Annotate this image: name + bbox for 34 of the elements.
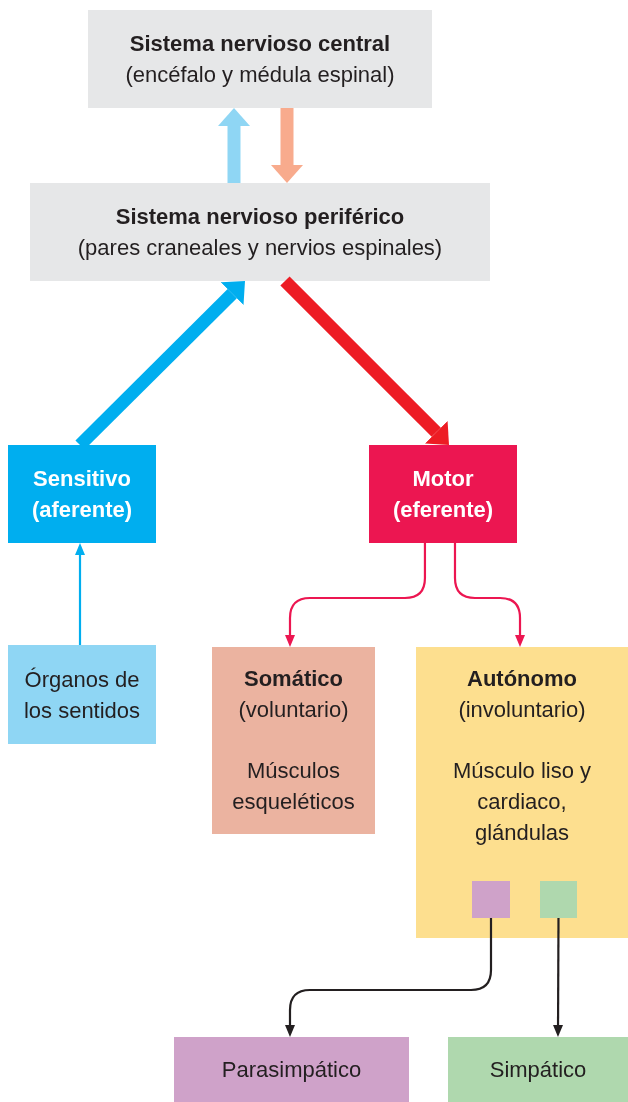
- arrow: [453, 543, 525, 647]
- arrow: [218, 108, 250, 183]
- box-heading: Sistema nervioso central: [128, 30, 392, 58]
- box-heading: Autónomo: [466, 665, 578, 693]
- arrow: [285, 543, 427, 647]
- box-heading: Sistema nervioso periférico: [114, 203, 406, 231]
- box-heading: Motor (eferente): [391, 465, 495, 524]
- box-text: (involuntario): [457, 696, 587, 724]
- box-heading: Somático: [243, 665, 344, 693]
- box-text: Simpático: [488, 1056, 588, 1084]
- source-box: [8, 645, 156, 744]
- division-box: [212, 647, 375, 834]
- color-square: [540, 881, 577, 918]
- process-box: [88, 10, 432, 108]
- category-box: [369, 445, 517, 543]
- box-text: (voluntario): [237, 696, 350, 724]
- division-box: [416, 647, 628, 938]
- box-heading: Sensitivo (aferente): [30, 465, 134, 524]
- arrow: [553, 918, 564, 1037]
- color-square: [472, 881, 510, 918]
- arrow: [75, 543, 85, 645]
- box-text: Músculos esqueléticos: [231, 757, 356, 816]
- box-text: (pares craneales y nervios espinales): [76, 234, 444, 262]
- arrow: [271, 108, 303, 183]
- box-text: Parasimpático: [220, 1056, 363, 1084]
- box-text: (encéfalo y médula espinal): [124, 61, 396, 89]
- box-text: Órganos de los sentidos: [22, 665, 142, 725]
- arrow: [285, 918, 493, 1037]
- branch-box: [174, 1037, 409, 1102]
- arrow: [280, 276, 449, 445]
- category-box: [8, 445, 156, 543]
- box-text: Músculo liso y cardiaco, glándulas: [451, 757, 593, 847]
- branch-box: [448, 1037, 628, 1102]
- process-box: [30, 183, 490, 281]
